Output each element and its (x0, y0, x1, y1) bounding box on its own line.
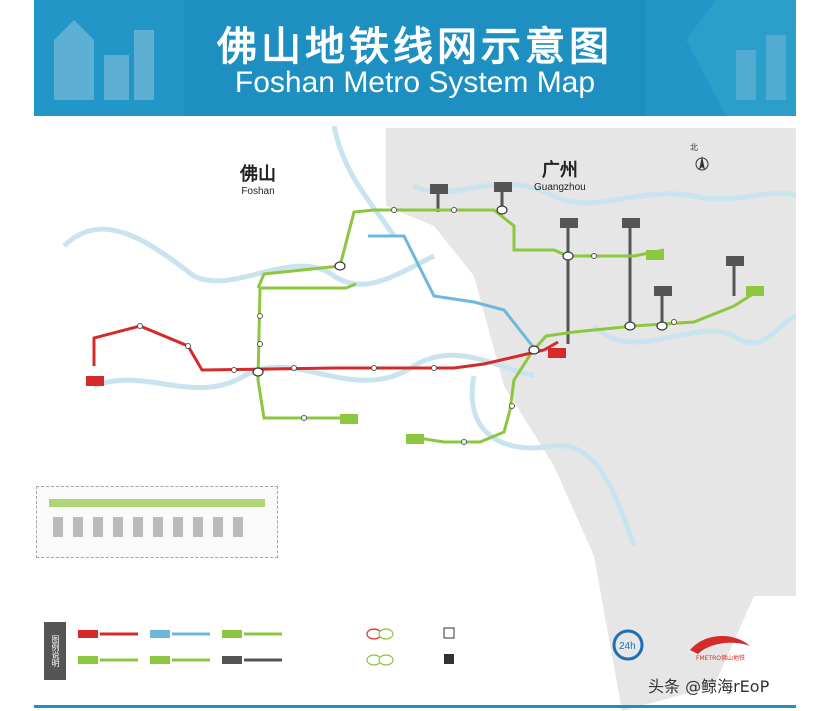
station-dot (371, 365, 377, 371)
map-key-graphic (78, 627, 455, 666)
cityscape-right-decoration (646, 0, 796, 116)
region-foshan-cn: 佛山 (240, 164, 276, 185)
key-station-icon (366, 654, 394, 666)
map-header: 佛山地铁线网示意图 Foshan Metro System Map (34, 0, 796, 116)
transfer-station-icon (252, 367, 264, 377)
key-line-green-2 (78, 656, 138, 664)
station-dots (137, 207, 677, 445)
map-key: 图例说明 (44, 622, 504, 680)
north-arrow-icon (695, 156, 709, 171)
terminal-station-icon (430, 184, 448, 194)
station-dot (671, 319, 677, 325)
bottom-rule (34, 705, 796, 708)
region-foshan: 佛山 Foshan (240, 160, 276, 197)
watermark-text: 头条 @鲸海rEoP (648, 677, 770, 696)
key-line-green-3 (150, 656, 210, 664)
cityscape-left-decoration (34, 0, 184, 116)
station-dot (137, 323, 143, 329)
key-line-gray (222, 656, 282, 664)
line-legend-graphic (49, 499, 265, 537)
map-title-english: Foshan Metro System Map (234, 66, 596, 99)
line-legend-box (36, 486, 278, 558)
terminal-station-icon (560, 218, 578, 228)
station-dot (291, 365, 297, 371)
transfer-station-icon (334, 261, 346, 271)
station-dot (461, 439, 467, 445)
line-gray (436, 188, 736, 344)
guangzhou-area (386, 128, 796, 711)
metro-map-canvas (62, 126, 796, 711)
terminal-station-icon (494, 182, 512, 192)
station-dot (431, 365, 437, 371)
map-key-title: 图例说明 (44, 622, 66, 680)
line-blue (368, 234, 536, 349)
region-guangzhou-en: Guangzhou (534, 182, 586, 193)
station-dot (301, 415, 307, 421)
north-label: 北 (690, 143, 698, 152)
river-network (62, 126, 796, 547)
transfer-station-icon (656, 321, 668, 331)
terminal-station-icon (646, 250, 664, 260)
metro-logo-graphic: 24h FMETRO佛山地铁 (612, 629, 750, 662)
station-dot (231, 367, 237, 373)
terminal-station-icon (340, 414, 358, 424)
terminal-station-icon (406, 434, 424, 444)
hotline-logo-text: 24h (619, 641, 636, 652)
key-line-green (222, 630, 282, 638)
terminal-station-icon (726, 256, 744, 266)
transfer-station-icon (562, 251, 574, 261)
key-line-blue (150, 630, 210, 638)
station-dot (591, 253, 597, 259)
foshan-metro-logo-text: FMETRO佛山地铁 (696, 654, 745, 662)
metro-logos: 24h FMETRO佛山地铁 (610, 626, 770, 664)
region-guangzhou: 广州 Guangzhou (534, 156, 586, 193)
station-dot (257, 341, 263, 347)
terminal-station-icon (746, 286, 764, 296)
station-dot (509, 403, 515, 409)
station-dot (451, 207, 457, 213)
transfer-station-icon (528, 345, 540, 355)
terminal-station-icon (654, 286, 672, 296)
terminal-tags (86, 182, 764, 444)
region-foshan-en: Foshan (241, 186, 275, 197)
transfer-station-icon (624, 321, 636, 331)
map-title-chinese: 佛山地铁线网示意图 (217, 24, 613, 70)
line-red (92, 324, 559, 372)
terminal-station-icon (548, 348, 566, 358)
terminal-station-icon (86, 376, 104, 386)
metro-map: 佛山 Foshan 广州 Guangzhou 北 (34, 126, 796, 711)
key-facility-icon (443, 627, 455, 664)
station-dot (391, 207, 397, 213)
station-dot (257, 313, 263, 319)
transfer-stations (252, 205, 668, 377)
key-line-red (78, 630, 138, 638)
transfer-station-icon (496, 205, 508, 215)
terminal-station-icon (622, 218, 640, 228)
station-dot (185, 343, 191, 349)
key-transfer-icon (366, 628, 394, 640)
region-guangzhou-cn: 广州 (541, 160, 578, 181)
